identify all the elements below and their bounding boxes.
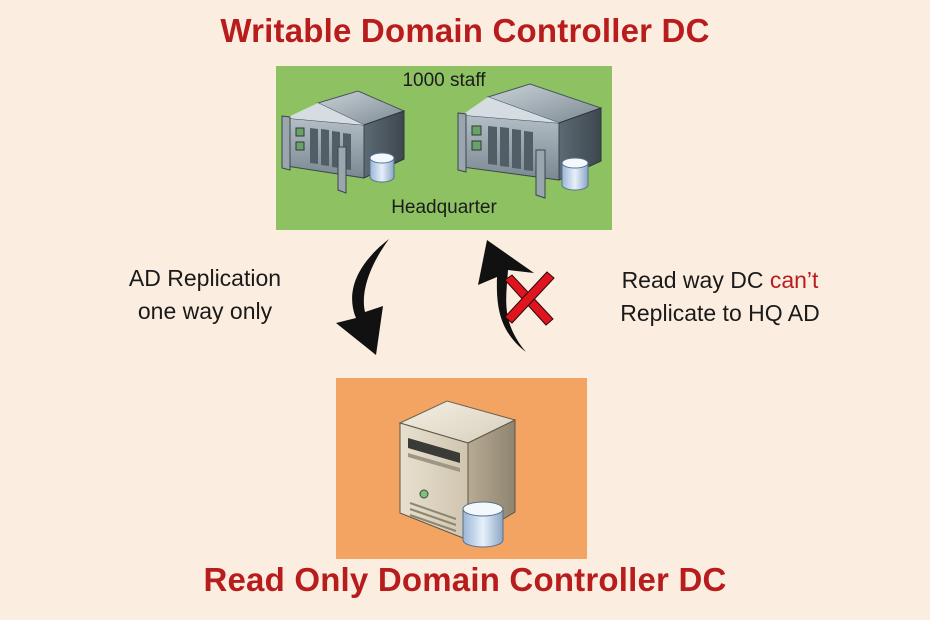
headquarter-label: Headquarter [391, 197, 497, 218]
readonly-note: Read way DC can’t Replicate to HQ AD [590, 264, 850, 330]
up-arrow-icon [478, 240, 534, 352]
bottom-title: Read Only Domain Controller DC [203, 561, 727, 598]
rack-server-icon [281, 90, 406, 194]
replication-note-line2: one way only [137, 298, 273, 324]
readonly-note-line2: Replicate to HQ AD [620, 300, 820, 326]
replication-note-line1: AD Replication [128, 265, 282, 291]
top-title: Writable Domain Controller DC [220, 12, 710, 49]
database-icon [561, 157, 589, 191]
replication-note: AD Replication one way only [95, 262, 315, 328]
readonly-note-line1: Read way DC can’t [590, 264, 850, 297]
red-x-icon [504, 271, 555, 326]
database-icon [462, 501, 504, 548]
readonly-note-prefix: Read way DC [621, 267, 770, 293]
down-arrow-icon [336, 239, 389, 355]
staff-count-label: 1000 staff [402, 70, 486, 91]
database-icon [369, 152, 395, 183]
readonly-note-highlight: can’t [769, 267, 819, 293]
